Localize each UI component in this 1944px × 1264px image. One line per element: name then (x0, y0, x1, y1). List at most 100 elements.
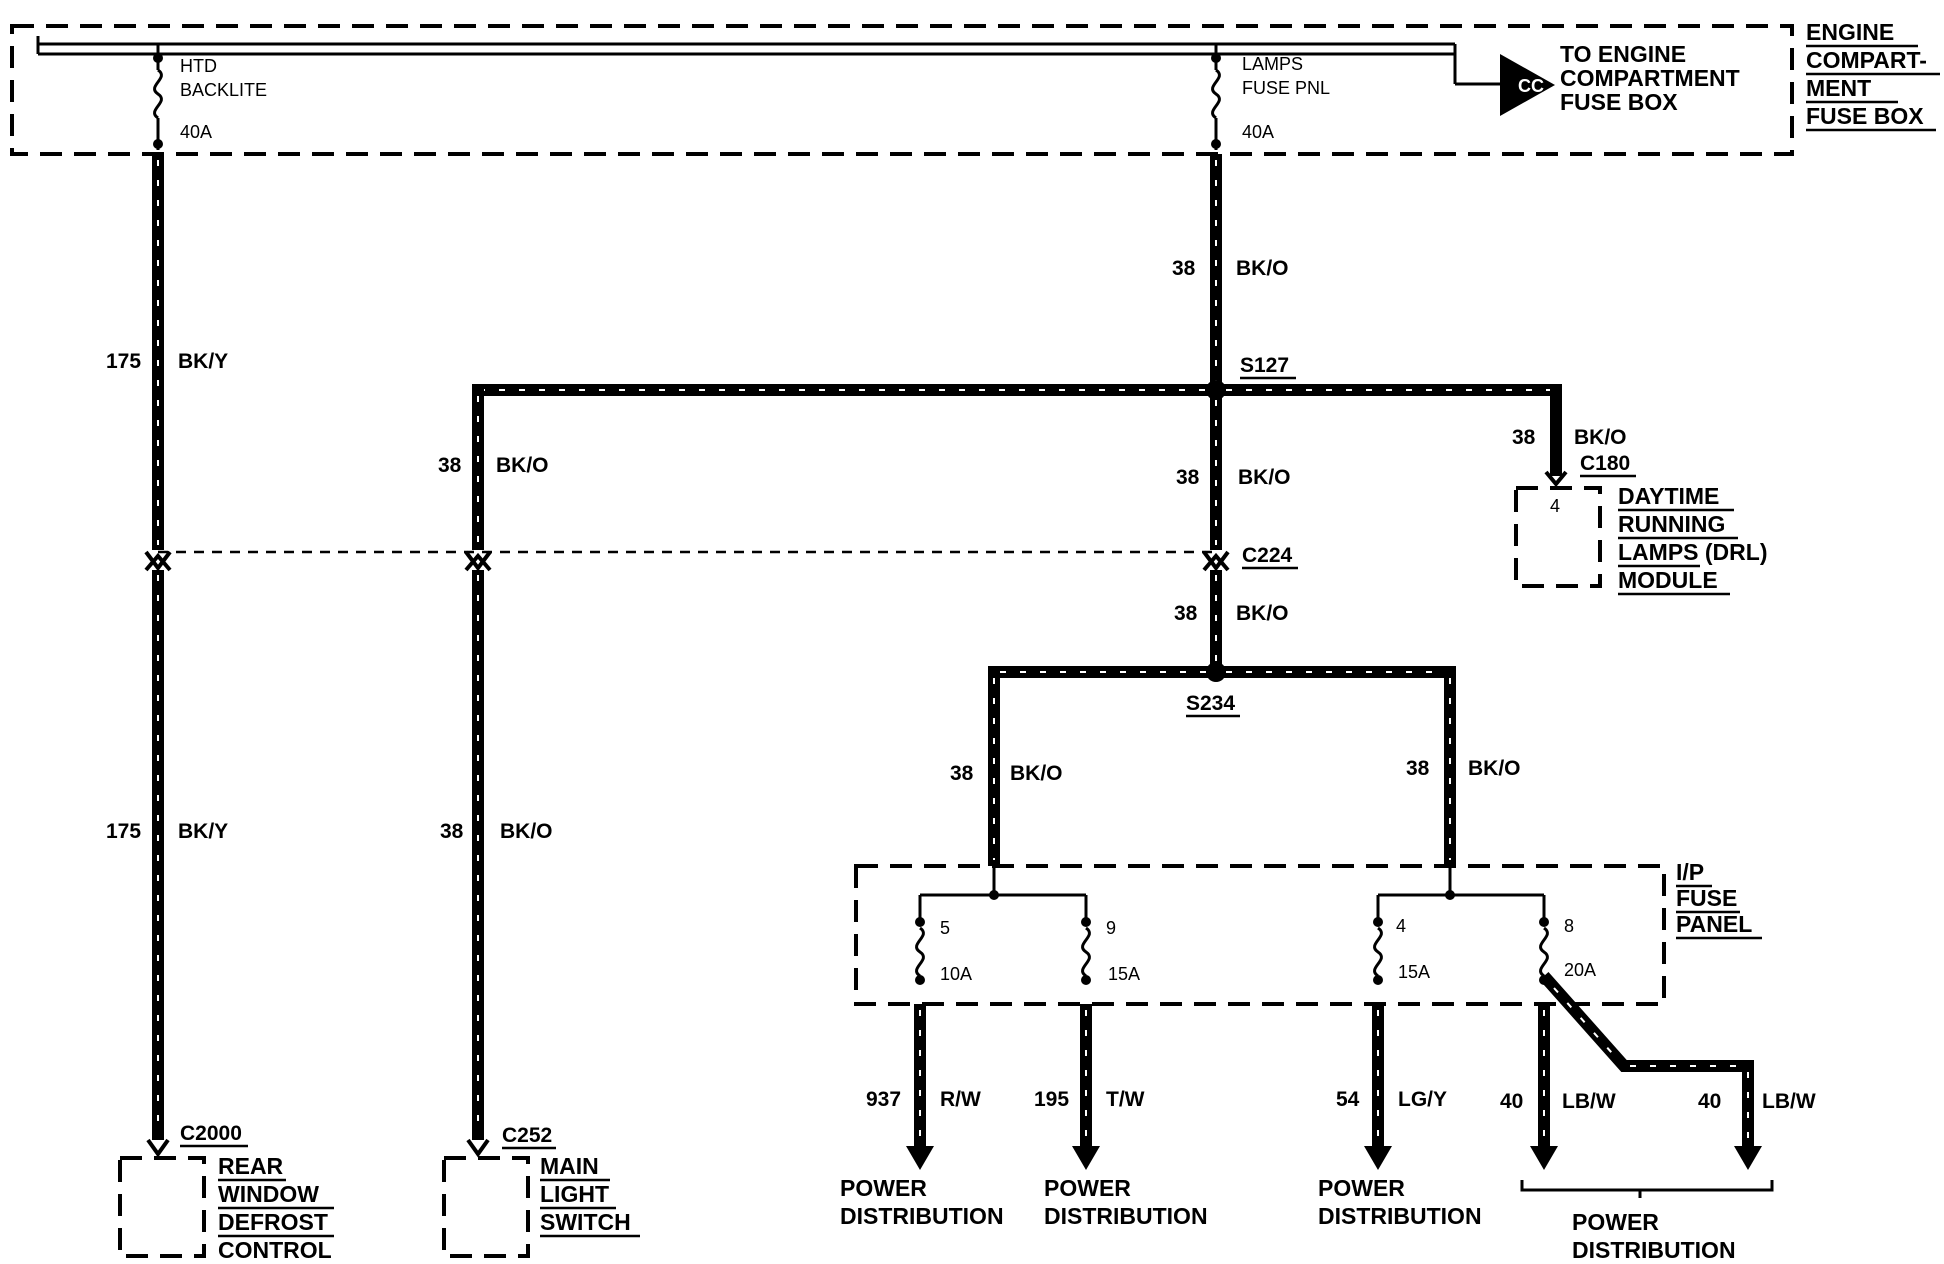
wire-38-s234-right-num: 38 (1406, 757, 1430, 780)
wire-195-color: T/W (1106, 1088, 1145, 1111)
power-dist-2-line2: DISTRIBUTION (1044, 1203, 1208, 1229)
wire-38-top-num: 38 (1172, 257, 1196, 280)
ip-fuse-panel-outline (854, 864, 1666, 1006)
ip-panel-label-2: FUSE (1676, 885, 1737, 911)
wire-937-num: 937 (866, 1088, 901, 1111)
fuse-htd-name-1: HTD (180, 56, 217, 76)
wire-937-color: R/W (940, 1088, 981, 1111)
ip-fuse-panel: I/P FUSE PANEL 5 10A 9 15A (854, 859, 1762, 1006)
wire-38-drl-color: BK/O (1574, 426, 1627, 449)
ip-fuse-9-num: 9 (1106, 918, 1116, 938)
power-dist-1-line2: DISTRIBUTION (840, 1203, 1004, 1229)
ip-fuse-9-rating: 15A (1108, 964, 1140, 984)
to-engine-text-3: FUSE BOX (1560, 89, 1678, 115)
wire-40b-color: LB/W (1762, 1090, 1816, 1113)
arrow-down-icon (1072, 1146, 1100, 1170)
fuse-icon (1081, 926, 1091, 978)
connector-mark-icon (1544, 470, 1568, 488)
light-switch-label-3: SWITCH (540, 1209, 631, 1235)
engine-box-title-2: COMPART- (1806, 47, 1927, 73)
connector-mark-icon (1202, 550, 1230, 572)
power-dist-3-line1: POWER (1318, 1175, 1405, 1201)
fuse-icon (1373, 926, 1383, 978)
rear-defrost-label-2: WINDOW (218, 1181, 319, 1207)
fuse-icon (1211, 68, 1221, 120)
ip-fuse-8-rating: 20A (1564, 960, 1596, 980)
rear-defrost-label-4: CONTROL (218, 1237, 332, 1263)
light-switch-label-1: MAIN (540, 1153, 599, 1179)
engine-box-title-1: ENGINE (1806, 19, 1894, 45)
drl-label-4: MODULE (1618, 567, 1718, 593)
light-switch-box (442, 1156, 530, 1258)
connector-c180: C180 (1580, 452, 1630, 475)
fuse-lamps-rating: 40A (1242, 122, 1274, 142)
connector-c2000: C2000 (180, 1122, 242, 1145)
drl-module-box (1514, 486, 1602, 588)
engine-box-title-4: FUSE BOX (1806, 103, 1924, 129)
wire-38-s234-left-num: 38 (950, 762, 974, 785)
ip-fuse-5: 5 10A (915, 917, 972, 985)
ip-fuse-4: 4 15A (1373, 916, 1430, 985)
wire-38-left-upper-num: 38 (438, 454, 462, 477)
fuse-lamps-name-1: LAMPS (1242, 54, 1303, 74)
wire-38-drl-num: 38 (1512, 426, 1536, 449)
wire-38-top-color: BK/O (1236, 257, 1289, 280)
bracket (1520, 1180, 1774, 1192)
fuse-icon (153, 68, 163, 120)
splice-s127: S127 (1240, 354, 1289, 377)
wire-38-s234-right-color: BK/O (1468, 757, 1521, 780)
fuse-lamps-name-2: FUSE PNL (1242, 78, 1330, 98)
connector-mark-icon (466, 1138, 490, 1158)
circuit-175: 175 BK/Y 175 BK/Y C2000 REAR WINDOW DEFR… (106, 154, 334, 1263)
wire-195-num: 195 (1034, 1088, 1069, 1111)
rear-defrost-label-3: DEFROST (218, 1209, 328, 1235)
circuit-38-drl: 38 BK/O C180 4 DAYTIME RUNNING LAMPS (DR… (1216, 384, 1767, 596)
wire-175-lower-color: BK/Y (178, 820, 228, 843)
wire-38-s234-in-color: BK/O (1236, 602, 1289, 625)
ip-fuse-8-num: 8 (1564, 916, 1574, 936)
fuse-icon (915, 926, 925, 978)
fuse-icon (1539, 926, 1549, 978)
splice-s234: S234 (1186, 692, 1235, 715)
power-dist-4-line1: POWER (1572, 1209, 1659, 1235)
wire-38-s234-left-color: BK/O (1010, 762, 1063, 785)
wire-54-color: LG/Y (1398, 1088, 1447, 1111)
wire-54-num: 54 (1336, 1088, 1360, 1111)
ip-fuse-8: 8 20A (1539, 916, 1596, 985)
output-wires: 937 R/W 195 T/W 54 LG/Y 40 LB/W 40 LB/W (866, 972, 1816, 1170)
ip-fuse-4-rating: 15A (1398, 962, 1430, 982)
connector-mark-icon (146, 1138, 170, 1158)
wire-38-left-lower-num: 38 (440, 820, 464, 843)
power-dist-3-line2: DISTRIBUTION (1318, 1203, 1482, 1229)
rear-defrost-label-1: REAR (218, 1153, 284, 1179)
drl-label-1: DAYTIME (1618, 483, 1719, 509)
rear-defrost-box (118, 1156, 206, 1258)
fuse-htd-rating: 40A (180, 122, 212, 142)
wire-175-upper-color: BK/Y (178, 350, 228, 373)
circuit-38-left: 38 BK/O 38 BK/O C252 MAIN LIGHT SWITCH (438, 384, 1216, 1258)
wire-38-left-lower-color: BK/O (500, 820, 553, 843)
drl-pin: 4 (1550, 496, 1560, 516)
fuse-lamps-fuse-pnl: LAMPS FUSE PNL 40A (1211, 44, 1330, 150)
connector-mark-icon (144, 550, 172, 572)
power-dist-2-line1: POWER (1044, 1175, 1131, 1201)
wire-40a-color: LB/W (1562, 1090, 1616, 1113)
arrow-down-icon (906, 1146, 934, 1170)
wire-175-upper-num: 175 (106, 350, 141, 373)
light-switch-label-2: LIGHT (540, 1181, 609, 1207)
ip-fuse-5-num: 5 (940, 918, 950, 938)
engine-fuse-box-outline (10, 24, 1794, 156)
fuse-htd-name-2: BACKLITE (180, 80, 267, 100)
engine-fuse-box: CC TO ENGINE COMPARTMENT FUSE BOX ENGINE… (10, 19, 1940, 156)
wire-38-mid-num: 38 (1176, 466, 1200, 489)
connector-c252: C252 (502, 1124, 552, 1147)
to-engine-text-1: TO ENGINE (1560, 41, 1686, 67)
connector-c224: C224 (1242, 544, 1293, 567)
fuse-htd-backlite: HTD BACKLITE 40A (153, 44, 267, 150)
to-engine-text-2: COMPARTMENT (1560, 65, 1740, 91)
cc-connector-tag: CC (1518, 76, 1544, 96)
ip-panel-label-1: I/P (1676, 859, 1704, 885)
drl-label-3: LAMPS (DRL) (1618, 539, 1767, 565)
wire-38-mid-color: BK/O (1238, 466, 1291, 489)
arrow-down-icon (1734, 1146, 1762, 1170)
